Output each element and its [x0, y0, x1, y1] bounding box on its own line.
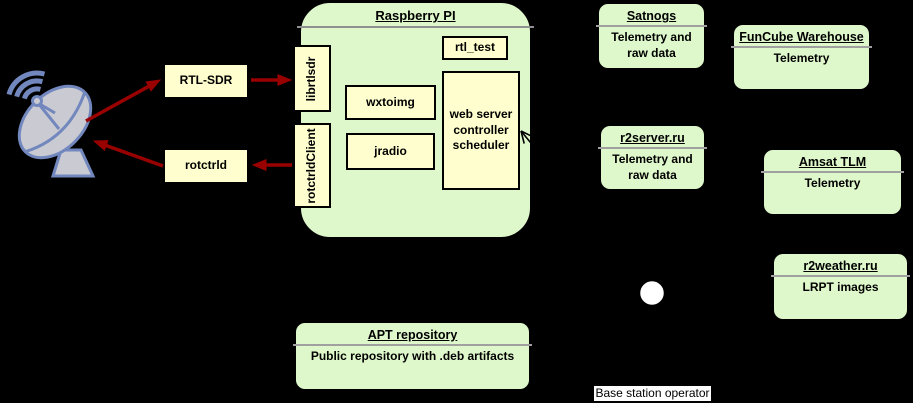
apt-repository-node: APT repository Public repository with .d… [293, 322, 532, 390]
satnogs-body: Telemetry and raw data [611, 30, 692, 60]
raspberry-pi-title: Raspberry PI [375, 8, 456, 23]
funcube-body: Telemetry [773, 51, 830, 65]
rtl-test-component: rtl_test [442, 36, 508, 60]
web-server-label: web server controller scheduler [449, 107, 513, 153]
librtlsdr-port: librtlsdr [293, 45, 331, 112]
librtlsdr-label: librtlsdr [304, 56, 319, 101]
arrow-rotctrldclient-to-rotctrld [251, 159, 292, 171]
funcube-divider [731, 46, 872, 48]
actor-head-icon [638, 279, 666, 307]
amsat-body: Telemetry [804, 176, 861, 190]
satnogs-node: Satnogs Telemetry and raw data [596, 3, 707, 69]
rotctrldclient-label: rotctrldClient [304, 127, 319, 204]
rotctrldclient-port: rotctrldClient [293, 123, 331, 208]
satnogs-title: Satnogs [626, 9, 677, 23]
satnogs-divider [596, 25, 707, 27]
amsat-tlm-node: Amsat TLM Telemetry [761, 149, 904, 215]
arrow-rtlsdr-to-librtlsdr [251, 74, 293, 86]
base-station-operator-label: Base station operator [594, 386, 711, 401]
apt-title: APT repository [367, 328, 458, 342]
satellite-dish-icon [6, 70, 96, 178]
r2server-title: r2server.ru [620, 131, 685, 145]
jradio-label: jradio [374, 143, 407, 158]
wxtoimg-component: wxtoimg [345, 85, 436, 120]
amsat-divider [761, 171, 904, 173]
wxtoimg-label: wxtoimg [366, 94, 415, 109]
r2server-divider [598, 147, 707, 149]
funcube-warehouse-node: FunCube Warehouse Telemetry [731, 24, 872, 90]
arrow-dish-to-rtlsdr [85, 79, 162, 123]
signal-waves-icon [6, 70, 46, 100]
apt-body: Public repository with .deb artifacts [310, 349, 515, 363]
raspberry-pi-divider [297, 26, 534, 28]
funcube-title: FunCube Warehouse [739, 30, 864, 44]
r2weather-body: LRPT images [802, 280, 879, 294]
actor-icon [632, 279, 672, 365]
rotctrld-label: rotctrld [185, 158, 227, 173]
amsat-title: Amsat TLM [798, 155, 867, 169]
r2server-body: Telemetry and raw data [612, 152, 693, 182]
rtl-sdr-label: RTL-SDR [179, 73, 233, 88]
r2weather-divider [771, 275, 910, 277]
r2weather-title: r2weather.ru [803, 259, 878, 273]
jradio-component: jradio [346, 133, 435, 170]
arrow-rotctrld-to-dish [92, 140, 164, 168]
rtl-test-label: rtl_test [454, 40, 495, 55]
web-server-component: web server controller scheduler [442, 71, 520, 190]
rotctrld-box: rotctrld [163, 148, 249, 184]
r2server-node: r2server.ru Telemetry and raw data [598, 125, 707, 190]
apt-divider [293, 344, 532, 346]
r2weather-node: r2weather.ru LRPT images [771, 253, 910, 320]
rtl-sdr-box: RTL-SDR [163, 63, 249, 99]
